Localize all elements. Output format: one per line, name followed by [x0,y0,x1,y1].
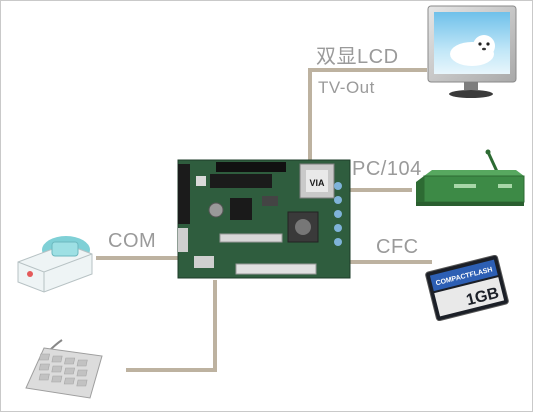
motherboard-icon: VIA [176,156,354,287]
connector-keypad [126,280,217,372]
label-tv-out: TV-Out [318,78,375,97]
label-cfc: CFC [376,236,419,258]
via-chip-logo: VIA [309,178,325,188]
compact-flash-card-icon: COMPACTFLASH 1GB [424,254,510,326]
label-com: COM [108,230,157,252]
label-pc104: PC/104 [352,158,422,180]
monitor-icon [420,4,522,105]
keypad-icon [22,338,106,405]
label-dual-lcd: 双显LCD [316,46,399,68]
printer-icon [8,222,98,299]
pc104-module-icon [408,148,528,215]
connector-lcd [308,68,427,164]
